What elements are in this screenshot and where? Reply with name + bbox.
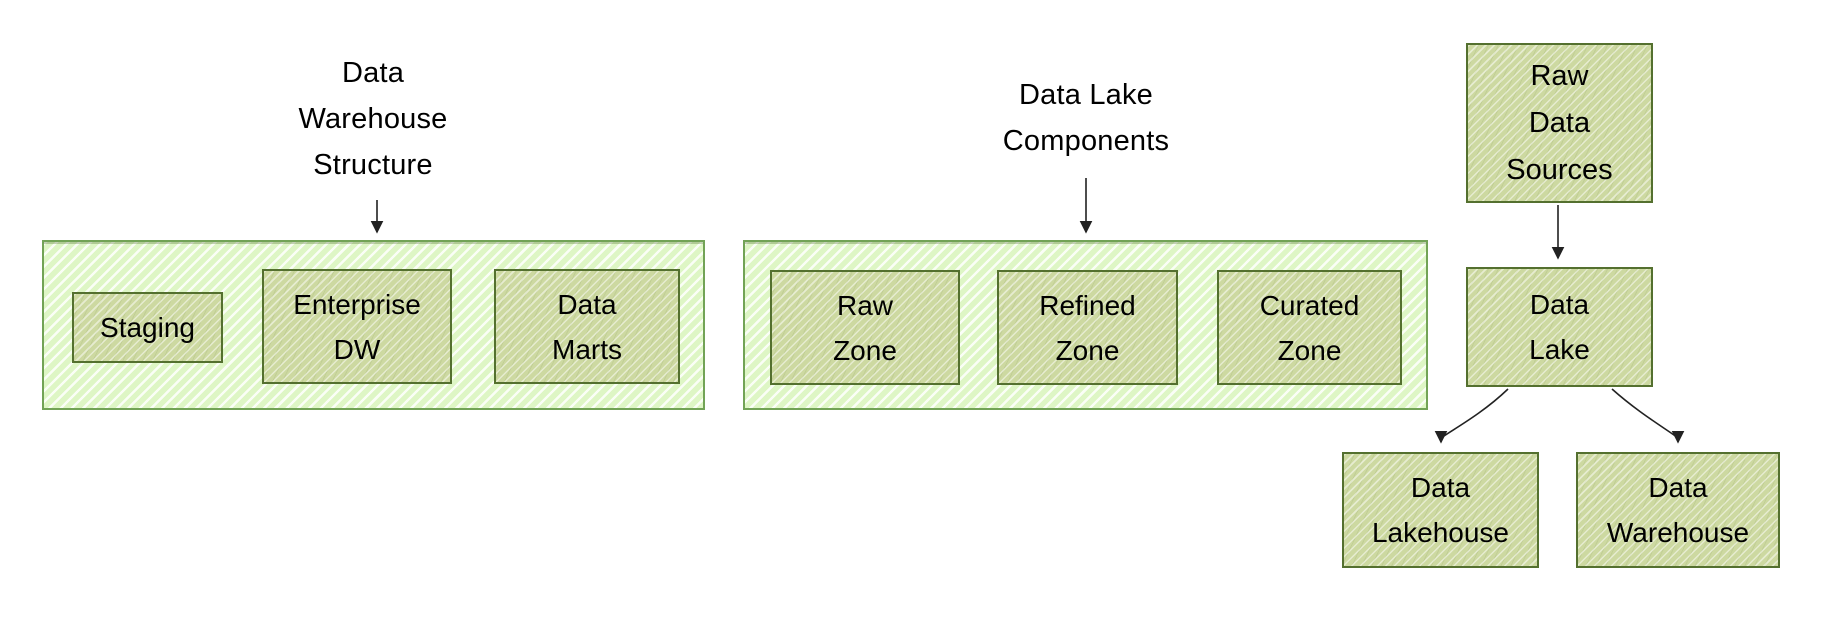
box-label-line: Raw [1530, 59, 1589, 92]
box-label-line: Enterprise [293, 288, 421, 320]
box-label-line: Refined [1039, 289, 1136, 321]
box-label-line: Curated [1259, 289, 1360, 321]
box-label-line: Data [1528, 106, 1591, 139]
title-line: Data Lake [1019, 79, 1153, 111]
box-label-line: Data [557, 288, 617, 320]
raw-data-sources-box: Raw Data Sources [1466, 43, 1653, 203]
box-label-line: Data [1410, 472, 1471, 503]
box-label-line: Sources [1506, 153, 1613, 186]
refined-zone-box: Refined Zone [997, 270, 1178, 385]
lake-components-title: Data Lake Components [961, 72, 1211, 164]
title-line: Structure [313, 149, 433, 181]
raw-zone-box: Raw Zone [770, 270, 960, 385]
box-label-line: Raw [836, 289, 893, 321]
box-label-line: DW [333, 333, 381, 365]
data-lakehouse-box: Data Lakehouse [1342, 452, 1539, 568]
lake-to-warehouse-arrow [1611, 388, 1685, 444]
curated-zone-box: Curated Zone [1217, 270, 1402, 385]
title-line: Warehouse [298, 103, 448, 135]
box-label-line: Marts [552, 333, 622, 365]
box-label-line: Zone [1055, 334, 1120, 366]
data-warehouse-box: Data Warehouse [1576, 452, 1780, 568]
warehouse-structure-title: Data Warehouse Structure [248, 50, 498, 188]
data-marts-box: Data Marts [494, 269, 680, 384]
box-label-line: Lakehouse [1371, 517, 1509, 548]
data-lake-box: Data Lake [1466, 267, 1653, 387]
enterprise-dw-box: Enterprise DW [262, 269, 452, 384]
lake-to-lakehouse-arrow [1434, 388, 1509, 444]
staging-box: Staging [72, 292, 223, 363]
box-label-line: Zone [1277, 334, 1342, 366]
title-line: Data [341, 57, 405, 89]
box-label-line: Lake [1529, 334, 1590, 365]
box-label-line: Zone [833, 334, 897, 366]
box-label-line: Warehouse [1606, 517, 1750, 548]
title-line: Components [1002, 125, 1170, 157]
box-label-line: Data [1529, 289, 1590, 320]
box-label-line: Data [1648, 472, 1708, 503]
box-label-line: Staging [100, 312, 195, 343]
